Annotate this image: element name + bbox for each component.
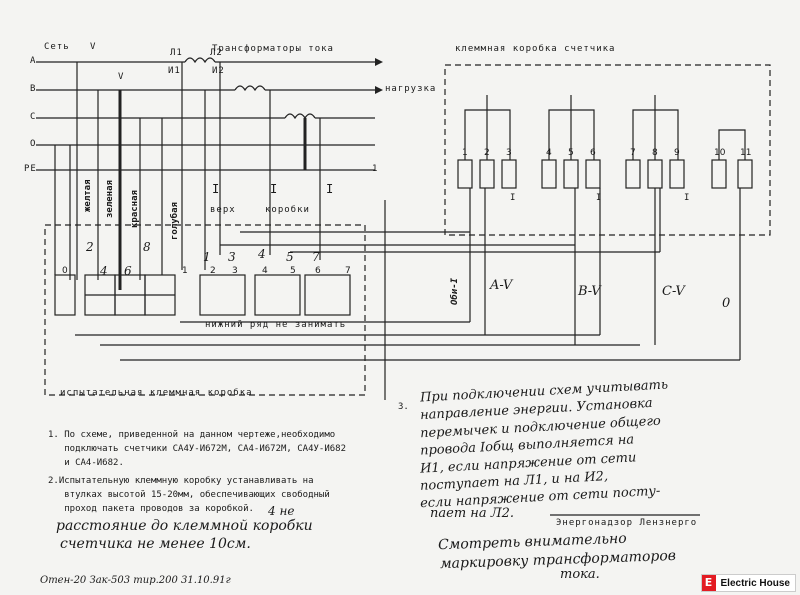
wire-yellow-label: желтая bbox=[83, 179, 93, 212]
wire-blue-label: голубая bbox=[170, 202, 180, 240]
v-label: V bbox=[90, 42, 97, 52]
test-terminal-0: 0 bbox=[62, 266, 68, 276]
meter-terminal-9: 9 bbox=[674, 148, 680, 158]
electric-house-logo: E Electric House bbox=[700, 574, 796, 592]
stamp-label: Энергонадзор Лензнерго bbox=[556, 518, 698, 528]
test-terminal-6: 6 bbox=[315, 266, 321, 276]
note-2-hand-b: расстояние до клеммной коробки bbox=[56, 518, 313, 534]
note-1: 1. По схеме, приведенной на данном черте… bbox=[48, 430, 347, 468]
wire-num-7: 7 bbox=[312, 250, 320, 264]
wire-red-label: красная bbox=[130, 190, 140, 228]
phase-bv-label: B-V bbox=[578, 284, 601, 299]
one-label: 1 bbox=[372, 164, 379, 174]
wire-num-4: 4 bbox=[100, 264, 108, 278]
meter-terminal-6: 6 bbox=[590, 148, 596, 158]
common-wire-label: Оби-I bbox=[450, 277, 460, 305]
test-terminal-2: 2 bbox=[210, 266, 216, 276]
phase-cv-label: C-V bbox=[662, 284, 685, 299]
meter-mark-2: I bbox=[596, 193, 603, 203]
test-terminal-5: 5 bbox=[290, 266, 296, 276]
meter-terminal-4: 4 bbox=[546, 148, 552, 158]
meter-terminal-1: 1 bbox=[462, 148, 468, 158]
test-box-title: испытательная клеммная коробка bbox=[60, 388, 253, 398]
roman-1: I bbox=[212, 182, 221, 196]
test-box-top-label: верх bbox=[210, 205, 236, 215]
meter-terminal-2: 2 bbox=[484, 148, 490, 158]
phase-av-label: A-V bbox=[490, 278, 513, 293]
meter-terminal-7: 7 bbox=[630, 148, 636, 158]
v-label-2: V bbox=[118, 72, 125, 82]
wire-green-label: зеленая bbox=[105, 180, 115, 218]
neutral-label: 0 bbox=[722, 296, 731, 311]
logo-mark: E bbox=[701, 575, 716, 591]
wire-num-8: 8 bbox=[143, 240, 151, 254]
meter-terminal-3: 3 bbox=[506, 148, 512, 158]
meter-terminal-5: 5 bbox=[568, 148, 574, 158]
note-2: 2.Испытательную клеммную коробку устанав… bbox=[48, 476, 330, 514]
roman-2: I bbox=[270, 182, 279, 196]
test-terminal-1: 1 bbox=[182, 266, 188, 276]
l1-label: Л1 bbox=[170, 48, 183, 58]
transformers-label: Трансформаторы тока bbox=[212, 44, 334, 54]
wire-num-5: 5 bbox=[286, 250, 294, 264]
note-3-number: 3. bbox=[398, 402, 409, 412]
phase-c-label: C bbox=[30, 112, 37, 122]
meter-box-title: клеммная коробка счетчика bbox=[455, 44, 616, 54]
phase-a-label: A bbox=[30, 56, 37, 66]
set-label: Сеть bbox=[44, 42, 70, 52]
test-terminal-4: 4 bbox=[262, 266, 268, 276]
test-terminal-7: 7 bbox=[345, 266, 351, 276]
logo-text: Electric House bbox=[720, 577, 790, 589]
test-box-top-label-2: коробки bbox=[265, 205, 310, 215]
phase-b-label: B bbox=[30, 84, 37, 94]
note-2-hand-c: счетчика не менее 10см. bbox=[60, 536, 251, 552]
meter-terminal-8: 8 bbox=[652, 148, 658, 158]
pe-label: PE bbox=[24, 164, 37, 174]
meter-terminal-11: 11 bbox=[740, 148, 752, 158]
test-box-bottom-label: нижний ряд не занимать bbox=[205, 320, 347, 330]
wire-num-3: 3 bbox=[228, 250, 236, 264]
i1-label: И1 bbox=[168, 66, 181, 76]
meter-mark-1: I bbox=[510, 193, 517, 203]
bottom-hand-3: тока. bbox=[560, 567, 600, 582]
meter-mark-3: I bbox=[684, 193, 691, 203]
phase-o-label: O bbox=[30, 139, 37, 149]
wire-num-6: 6 bbox=[124, 264, 132, 278]
footer-print-info: Отен-20 Зак-503 тир.200 31.10.91г bbox=[40, 575, 231, 586]
wire-num-4b: 4 bbox=[258, 247, 266, 261]
note-2-hand-a: 4 не bbox=[268, 504, 295, 518]
note-3-line-8: пает на Л2. bbox=[430, 506, 514, 521]
wire-num-1: 1 bbox=[203, 250, 211, 264]
load-label: нагрузка bbox=[385, 84, 437, 94]
roman-3: I bbox=[326, 182, 335, 196]
meter-terminal-10: 10 bbox=[714, 148, 726, 158]
i2-label: И2 bbox=[212, 66, 225, 76]
l2-label: Л2 bbox=[210, 48, 223, 58]
test-terminal-3: 3 bbox=[232, 266, 238, 276]
wire-num-2: 2 bbox=[86, 240, 94, 254]
